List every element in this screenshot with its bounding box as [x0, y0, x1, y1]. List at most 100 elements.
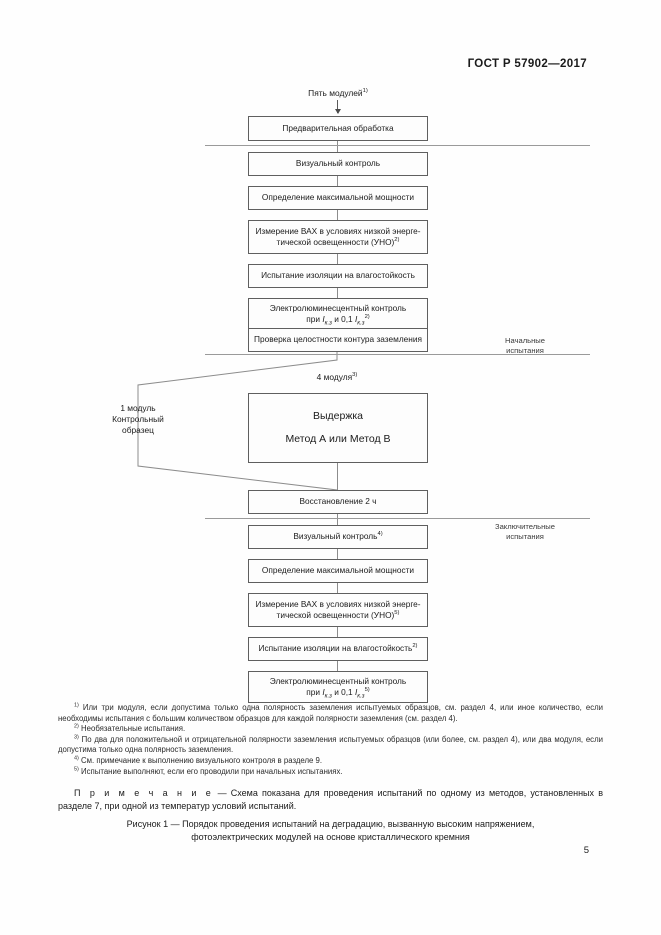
node-el-1-symbol-2: I: [354, 314, 358, 324]
footnote-5-marker: 5): [74, 765, 79, 772]
node-wet-leakage-1-label: Испытание изоляции на влагостойкость: [261, 270, 415, 281]
node-soak-title: Выдержка: [312, 410, 364, 422]
figure-caption-line1: Рисунок 1 — Порядок проведения испытаний…: [126, 819, 535, 829]
node-ground-continuity-label: Проверка целостности контура заземления: [254, 334, 422, 345]
figure-1-flowchart: Пять модулей1) Предварительная обработка…: [0, 88, 661, 703]
node-el-1-sub-2: к.з: [357, 320, 365, 327]
node-iv-2-superscript: 5): [394, 610, 400, 617]
figure-caption-line2: фотоэлектрических модулей на основе крис…: [191, 832, 470, 842]
node-wet-leakage-2-text: Испытание изоляции на влагостойкость: [258, 643, 413, 654]
node-el-1-superscript: 2): [364, 314, 370, 321]
footnote-item-5: 5) Испытание выполняют, если его проводи…: [58, 765, 603, 778]
node-iv-1-line1: Измерение ВАХ в условиях низкой энерге-: [255, 225, 421, 236]
divider-initial-top: [205, 145, 590, 146]
node-visual-2-superscript: 4): [377, 531, 383, 538]
phase-initial-line1: Начальные: [505, 336, 545, 345]
node-electroluminescence-1: Электролюминесцентный контроль при Iк.з …: [248, 298, 428, 330]
footnote-item-1: 1) Или три модуля, если допустима только…: [58, 703, 603, 724]
entry-label-superscript: 1): [362, 88, 368, 95]
node-el-1-line1: Электролюминесцентный контроль: [269, 302, 407, 313]
node-el-2-mid: и 0,1: [331, 687, 355, 697]
phase-label-initial: Начальные испытания: [470, 336, 580, 356]
footnote-2-marker: 2): [74, 723, 79, 730]
node-soak-methods: Метод А или Метод В: [285, 433, 391, 445]
connector-10: [337, 583, 338, 593]
node-iv-low-irradiance-1: Измерение ВАХ в условиях низкой энерге- …: [248, 220, 428, 254]
divider-initial-bottom: [205, 354, 590, 355]
connector-9: [337, 549, 338, 559]
note-text: Схема показана для проведения испытаний …: [58, 788, 603, 811]
footnote-list: 1) Или три модуля, если допустима только…: [58, 703, 603, 777]
branch-left-line1: 1 модуль: [120, 403, 156, 413]
connector-1: [337, 141, 338, 152]
connector-3: [337, 210, 338, 220]
footnote-item-2: 2) Необязательные испытания.: [58, 724, 603, 735]
node-pretreatment: Предварительная обработка: [248, 116, 428, 141]
footnote-1-marker: 1): [74, 702, 79, 709]
connector-12: [337, 661, 338, 671]
phase-final-line2: испытания: [506, 532, 544, 541]
connector-2: [337, 176, 338, 186]
page-number: 5: [583, 845, 589, 856]
branch-right-superscript: 3): [352, 372, 358, 379]
footnote-2-text: Необязательные испытания.: [81, 724, 186, 734]
node-iv-2-line2-text: тической освещенности (УНО): [276, 610, 395, 620]
branch-right-text: 4 модуля: [316, 372, 353, 382]
node-iv-1-line2-text: тической освещенности (УНО): [276, 237, 395, 247]
node-el-2-sub-2: к.з: [357, 693, 365, 700]
node-el-2-superscript: 5): [364, 687, 370, 694]
node-iv-2-line1: Измерение ВАХ в условиях низкой энерге-: [255, 598, 421, 609]
node-visual-inspection-1: Визуальный контроль: [248, 152, 428, 176]
node-max-power-2-label: Определение максимальной мощности: [261, 565, 415, 576]
footnote-3-text: По два для положительной и отрицательной…: [58, 734, 603, 755]
node-ground-continuity: Проверка целостности контура заземления: [248, 328, 428, 352]
node-electroluminescence-2: Электролюминесцентный контроль при Iк.з …: [248, 671, 428, 703]
node-soak-test: Выдержка Метод А или Метод В: [248, 393, 428, 463]
node-max-power-1-label: Определение максимальной мощности: [261, 192, 415, 203]
node-visual-2-label: Визуальный контроль4): [293, 531, 382, 543]
note-label: П р и м е ч а н и е: [74, 788, 214, 798]
node-el-1-prefix: при: [306, 314, 323, 324]
phase-final-line1: Заключительные: [494, 522, 555, 531]
node-iv-1-line2: тической освещенности (УНО)2): [277, 237, 400, 249]
node-pretreatment-label: Предварительная обработка: [282, 122, 394, 133]
footnote-4-text: См. примечание к выполнению визуального …: [81, 755, 323, 765]
node-el-1-symbol-1: I: [322, 314, 325, 324]
node-recovery: Восстановление 2 ч: [248, 490, 428, 514]
node-el-1-mid: и 0,1: [331, 314, 355, 324]
node-el-2-symbol-1: I: [322, 687, 325, 697]
note-dash: —: [213, 788, 231, 798]
connector-5: [337, 288, 338, 298]
node-el-2-prefix: при: [306, 687, 323, 697]
node-iv-low-irradiance-2: Измерение ВАХ в условиях низкой энерге- …: [248, 593, 428, 627]
entry-label-text: Пять модулей: [308, 88, 363, 98]
node-visual-inspection-2: Визуальный контроль4): [248, 525, 428, 549]
phase-initial-line2: испытания: [506, 346, 544, 355]
footnote-4-marker: 4): [74, 755, 79, 762]
node-iv-1-superscript: 2): [394, 237, 400, 244]
node-el-2-line2: при Iк.з и 0,1 Iк.з5): [306, 687, 370, 700]
branch-label-left: 1 модуль Контрольный образец: [88, 403, 188, 436]
entry-arrow-icon: [334, 100, 341, 114]
node-visual-2-text: Визуальный контроль: [293, 531, 378, 542]
branch-left-line2: Контрольный: [112, 414, 164, 424]
footnote-item-4: 4) См. примечание к выполнению визуально…: [58, 756, 603, 767]
branch-label-right: 4 модуля3): [287, 372, 387, 383]
divider-final-top: [205, 518, 590, 519]
figure-caption: Рисунок 1 — Порядок проведения испытаний…: [58, 818, 603, 844]
node-el-1-line2: при Iк.з и 0,1 Iк.з2): [306, 314, 370, 327]
node-max-power-1: Определение максимальной мощности: [248, 186, 428, 210]
note-block: П р и м е ч а н и е — Схема показана для…: [58, 787, 603, 812]
document-header: ГОСТ Р 57902—2017: [467, 58, 587, 70]
branch-left-line3: образец: [122, 425, 154, 435]
node-recovery-label: Восстановление 2 ч: [299, 496, 377, 507]
node-wet-leakage-2-label: Испытание изоляции на влагостойкость2): [259, 643, 418, 655]
footnote-3-marker: 3): [74, 734, 79, 741]
node-wet-leakage-2: Испытание изоляции на влагостойкость2): [248, 637, 428, 661]
phase-label-final: Заключительные испытания: [470, 522, 580, 542]
node-el-2-symbol-2: I: [354, 687, 358, 697]
connector-8: [337, 514, 338, 525]
footnote-item-3: 3) По два для положительной и отрицатель…: [58, 734, 603, 756]
node-max-power-2: Определение максимальной мощности: [248, 559, 428, 583]
